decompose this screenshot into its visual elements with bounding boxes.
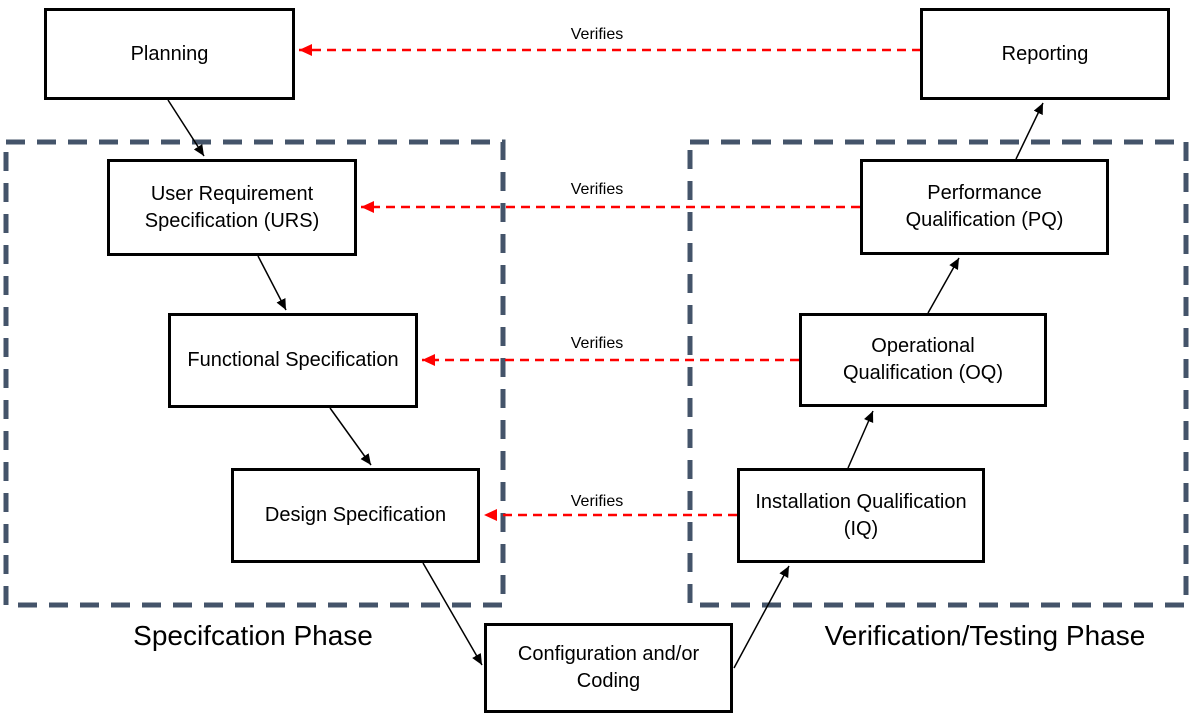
operational-qualification-box: Operational Qualification (OQ)	[799, 313, 1047, 407]
verifies-label-design-iq: Verifies	[570, 493, 624, 510]
reporting-label: Reporting	[1001, 42, 1089, 65]
planning-label: Planning	[130, 42, 209, 65]
functional-specification-box: Functional Specification	[168, 313, 418, 408]
arrow-planning-to-urs	[167, 99, 205, 157]
verification-testing-phase-label: Verification/Testing Phase	[824, 620, 1146, 651]
arrow-iq-to-oq	[847, 410, 874, 469]
arrow-design-to-config	[422, 562, 483, 666]
arrow-pq-to-reporting	[1015, 102, 1044, 160]
specification-phase-label: Specifcation Phase	[133, 620, 373, 651]
planning-box: Planning	[44, 8, 295, 100]
urs-label: User Requirement Specification (URS)	[144, 182, 320, 232]
user-requirement-specification-box: User Requirement Specification (URS)	[107, 159, 357, 256]
configuration-coding-box: Configuration and/or Coding	[484, 623, 733, 713]
reporting-box: Reporting	[920, 8, 1170, 100]
iq-label: Installation Qualification (IQ)	[755, 490, 967, 540]
config-coding-label: Configuration and/or Coding	[517, 643, 700, 692]
performance-qualification-box: Performance Qualification (PQ)	[860, 159, 1109, 255]
arrow-functional-to-design	[329, 407, 372, 466]
arrow-config-to-iq	[733, 565, 790, 669]
installation-qualification-box: Installation Qualification (IQ)	[737, 468, 985, 563]
verifies-label-top: Verifies	[570, 26, 624, 43]
functional-spec-label: Functional Specification	[187, 349, 399, 371]
verifies-label-urs-pq: Verifies	[570, 181, 624, 198]
verifies-label-functional-oq: Verifies	[570, 335, 624, 352]
specification-phase-container	[3, 139, 506, 608]
oq-label: Operational Qualification (OQ)	[842, 335, 1004, 384]
design-specification-box: Design Specification	[231, 468, 480, 563]
arrow-oq-to-pq	[927, 257, 960, 314]
pq-label: Performance Qualification (PQ)	[905, 182, 1064, 231]
design-spec-label: Design Specification	[264, 504, 447, 526]
verification-phase-container	[687, 139, 1189, 608]
arrow-urs-to-functional	[257, 255, 287, 311]
